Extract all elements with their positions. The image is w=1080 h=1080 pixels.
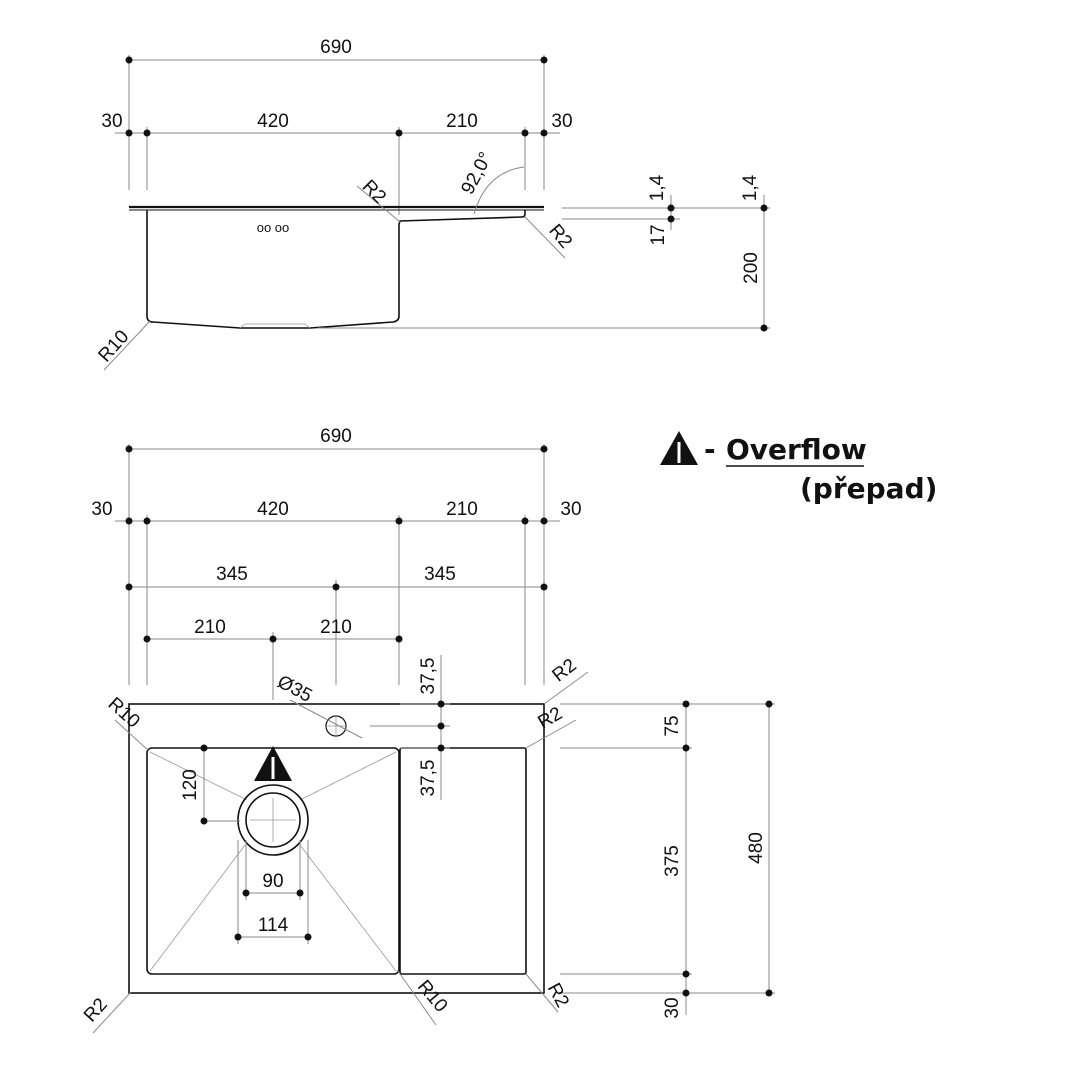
overflow-symbol-icon <box>254 746 292 781</box>
top-drain-inner: 90 <box>262 871 283 892</box>
top-radius-outer-tl: R10 <box>104 693 144 732</box>
side-dimension-lines <box>115 56 560 137</box>
top-margin-right: 30 <box>560 499 581 520</box>
sink-profile: oo oo <box>129 205 544 329</box>
side-radius-drainer: R2 <box>544 220 576 252</box>
legend-subtitle: (přepad) <box>800 472 937 505</box>
top-dimension-lines <box>115 445 560 643</box>
top-margin-left: 30 <box>91 499 112 520</box>
side-bowl-depth: 200 <box>741 252 762 284</box>
top-radius-bottom-right: R2 <box>543 980 573 1011</box>
top-extension-lines <box>128 444 545 700</box>
sink-outline <box>128 703 545 994</box>
top-drainer-width: 210 <box>446 499 478 520</box>
overflow-holes: oo oo <box>257 220 290 235</box>
tap-hole-icon <box>289 699 450 739</box>
top-depth-bowl: 375 <box>662 845 683 877</box>
top-depth-dims <box>560 700 775 1015</box>
top-view: 690 30 420 210 30 345 345 210 210 <box>80 426 775 1034</box>
top-half-right: 345 <box>424 564 456 585</box>
legend-title: Overflow <box>726 433 867 466</box>
side-radius-deck: R2 <box>358 176 390 208</box>
side-margin-right: 30 <box>551 111 572 132</box>
drain-diameter-dims <box>234 840 312 944</box>
side-drainer-width: 210 <box>446 111 478 132</box>
top-radius-bottom-left: R2 <box>80 994 112 1026</box>
side-radius-bottom: R10 <box>94 326 133 366</box>
top-depth-top: 75 <box>662 715 683 736</box>
legend: - Overflow (přepad) <box>660 431 937 505</box>
top-tap-left: 210 <box>194 617 226 638</box>
side-view: 690 30 420 210 30 oo oo R2 R2 92,0° R10 <box>94 37 770 371</box>
top-radius-top-right: R2 <box>549 655 581 687</box>
side-angle: 92,0° <box>457 149 496 198</box>
side-total-width: 690 <box>320 37 352 58</box>
top-depth-bottom: 30 <box>662 997 683 1018</box>
side-drainer-depth: 17 <box>648 224 669 245</box>
top-drain-offset: 120 <box>180 769 201 801</box>
top-bowl-width: 420 <box>257 499 289 520</box>
side-extension-lines <box>128 55 545 215</box>
top-tap-offset-bottom: 37,5 <box>418 760 439 797</box>
drain-offset-dim <box>200 744 240 825</box>
top-radius-bowl-br: R10 <box>413 976 451 1016</box>
side-thickness-2: 1,4 <box>740 174 761 201</box>
overflow-legend-icon <box>660 431 698 465</box>
top-half-left: 345 <box>216 564 248 585</box>
top-tap-hole: Ø35 <box>274 671 316 706</box>
top-drain-outer: 114 <box>258 915 289 936</box>
tap-offset-dims <box>400 655 450 800</box>
legend-dash: - <box>704 433 716 466</box>
side-bowl-width: 420 <box>257 111 289 132</box>
drain-icon <box>237 784 309 856</box>
top-total-width: 690 <box>320 426 352 447</box>
top-tap-right: 210 <box>320 617 352 638</box>
top-depth-total: 480 <box>746 832 767 864</box>
side-depth-dims <box>318 195 770 332</box>
top-radius-inner-tr: R2 <box>534 703 566 733</box>
top-tap-offset-top: 37,5 <box>418 658 439 695</box>
side-thickness-1: 1,4 <box>647 174 668 201</box>
side-margin-left: 30 <box>101 111 122 132</box>
